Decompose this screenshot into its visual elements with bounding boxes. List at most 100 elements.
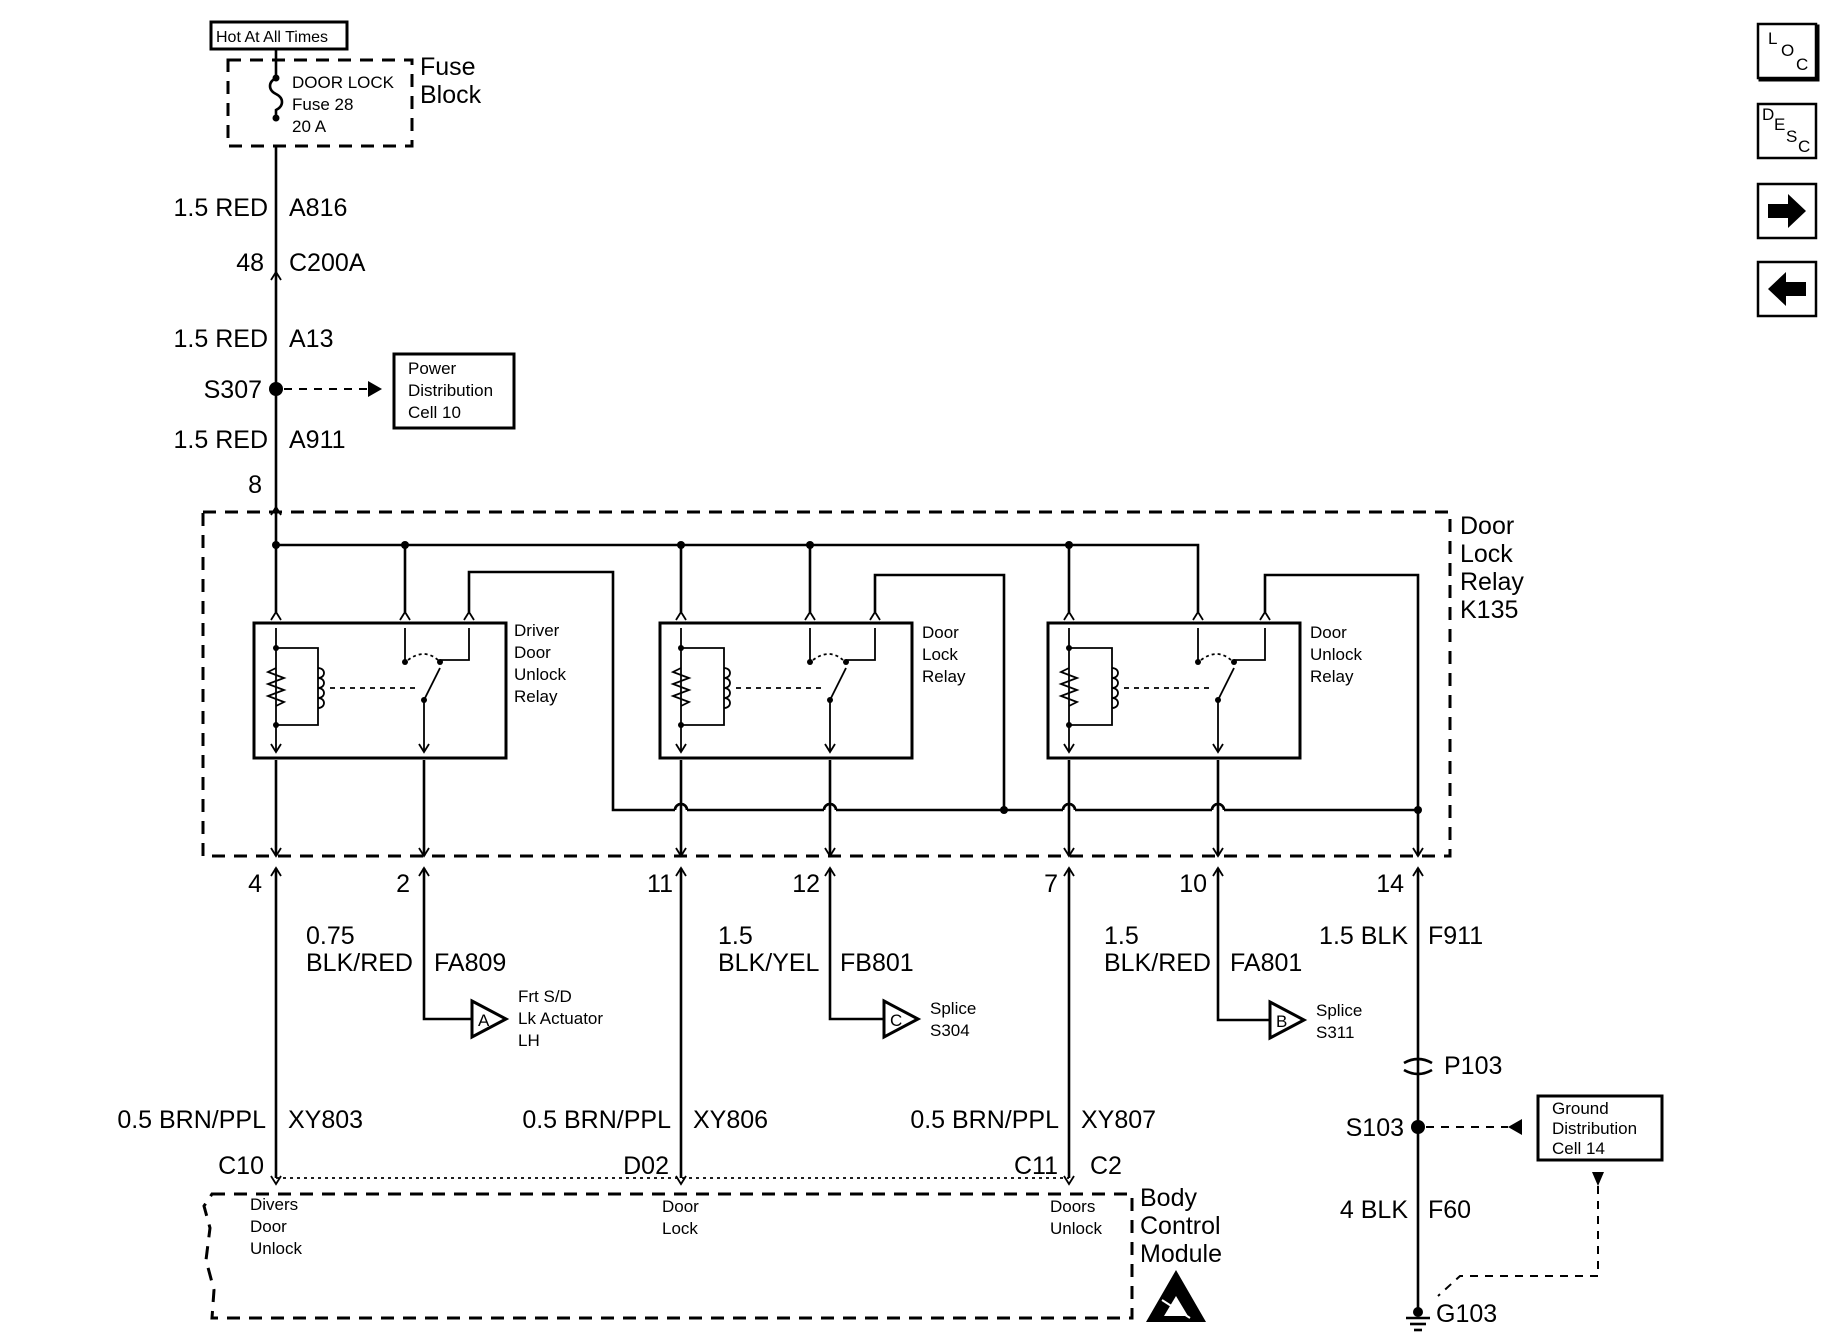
splice-dot-s307 xyxy=(269,382,283,396)
wire-gauge-a13: 1.5 RED xyxy=(174,325,268,353)
svg-text:Relay: Relay xyxy=(1460,568,1524,596)
arrow-left-icon xyxy=(1768,272,1806,306)
svg-text:0.5 BRN/PPL: 0.5 BRN/PPL xyxy=(910,1106,1059,1134)
ground-g103-symbol: G103 xyxy=(1406,1300,1497,1332)
svg-text:Unlock: Unlock xyxy=(250,1239,302,1258)
bcm-connector-c2: C2 xyxy=(1090,1152,1122,1180)
splice-s307: S307 xyxy=(204,376,262,404)
pin-7: 7 xyxy=(1044,870,1058,898)
pin-14: 14 xyxy=(1376,870,1404,898)
fuse-block: DOOR LOCK Fuse 28 20 A Fuse Block xyxy=(226,53,482,148)
wire-gauge-a816: 1.5 RED xyxy=(174,194,268,222)
wire-gauge-a911: 1.5 RED xyxy=(174,426,268,454)
wire-fb801 xyxy=(828,868,884,1021)
fuse-rating: 20 A xyxy=(292,117,327,136)
internal-ground-bus xyxy=(467,570,1418,812)
svg-text:BLK/YEL: BLK/YEL xyxy=(718,949,820,977)
svg-text:K135: K135 xyxy=(1460,596,1518,624)
svg-text:Ground: Ground xyxy=(1552,1099,1609,1118)
circuit-a13: A13 xyxy=(289,325,333,353)
svg-text:Relay: Relay xyxy=(514,687,558,706)
svg-text:Splice: Splice xyxy=(1316,1001,1362,1020)
description-button[interactable]: D E S C xyxy=(1756,102,1818,160)
previous-page-button[interactable] xyxy=(1756,260,1818,318)
svg-text:Door: Door xyxy=(514,643,551,662)
svg-text:Power: Power xyxy=(408,359,457,378)
svg-text:Cell 10: Cell 10 xyxy=(408,403,461,422)
svg-text:BLK/RED: BLK/RED xyxy=(306,949,413,977)
body-control-module: Divers Door Unlock Door Lock Doors Unloc… xyxy=(202,1184,1222,1322)
connector-ref-c[interactable] xyxy=(882,998,922,1040)
esd-warning-icon xyxy=(1146,1270,1206,1322)
svg-text:P103: P103 xyxy=(1444,1052,1502,1080)
svg-text:Module: Module xyxy=(1140,1240,1222,1268)
connector-c200a: C200A xyxy=(289,249,366,277)
svg-text:Body: Body xyxy=(1140,1184,1197,1212)
svg-text:Divers: Divers xyxy=(250,1195,298,1214)
bcm-pin-c11: C11 xyxy=(1014,1152,1058,1180)
svg-text:Door: Door xyxy=(250,1217,287,1236)
next-page-button[interactable] xyxy=(1756,182,1818,240)
svg-text:XY807: XY807 xyxy=(1081,1106,1156,1134)
svg-text:Splice: Splice xyxy=(930,999,976,1018)
connector-ref-a[interactable] xyxy=(470,998,510,1040)
svg-text:4 BLK: 4 BLK xyxy=(1340,1196,1408,1224)
svg-text:Distribution: Distribution xyxy=(408,381,493,400)
svg-text:1.5: 1.5 xyxy=(718,922,753,950)
svg-text:LH: LH xyxy=(518,1031,540,1050)
power-distribution-ref[interactable]: Power Distribution Cell 10 xyxy=(392,352,516,430)
relay-pin-8: 8 xyxy=(248,471,262,499)
svg-text:D: D xyxy=(1762,105,1774,124)
circuit-a911: A911 xyxy=(289,426,346,454)
svg-text:Lock: Lock xyxy=(1460,540,1513,568)
svg-text:0.5 BRN/PPL: 0.5 BRN/PPL xyxy=(522,1106,671,1134)
svg-text:Lock: Lock xyxy=(922,645,958,664)
relay-door-unlock: Door Unlock Relay xyxy=(1046,611,1362,760)
pin-4: 4 xyxy=(248,870,262,898)
internal-power-bus xyxy=(274,512,1200,612)
svg-text:L: L xyxy=(1768,29,1777,48)
bcm-pin-d02: D02 xyxy=(623,1152,669,1180)
ground-distribution-ref[interactable]: Ground Distribution Cell 14 xyxy=(1536,1094,1664,1162)
svg-text:F60: F60 xyxy=(1428,1196,1471,1224)
svg-text:0.75: 0.75 xyxy=(306,922,355,950)
svg-text:S311: S311 xyxy=(1316,1023,1354,1042)
svg-text:XY806: XY806 xyxy=(693,1106,768,1134)
pin-10: 10 xyxy=(1179,870,1207,898)
svg-text:C: C xyxy=(890,1011,902,1030)
svg-text:C: C xyxy=(1796,55,1808,74)
svg-text:Lk Actuator: Lk Actuator xyxy=(518,1009,603,1028)
svg-text:S304: S304 xyxy=(930,1021,970,1040)
svg-text:B: B xyxy=(1276,1012,1287,1031)
fuse-block-label-2: Block xyxy=(420,81,482,109)
svg-text:Frt S/D: Frt S/D xyxy=(518,987,572,1006)
splice-s103: S103 xyxy=(1346,1114,1404,1142)
svg-text:Relay: Relay xyxy=(1310,667,1354,686)
pin-2: 2 xyxy=(396,870,410,898)
location-button[interactable]: L O C xyxy=(1756,22,1820,82)
svg-text:S: S xyxy=(1786,127,1797,146)
svg-text:A: A xyxy=(478,1011,490,1030)
svg-text:Unlock: Unlock xyxy=(1310,645,1362,664)
bcm-pin-c10: C10 xyxy=(218,1152,264,1180)
svg-text:Lock: Lock xyxy=(662,1219,698,1238)
svg-text:E: E xyxy=(1774,115,1785,134)
svg-text:FA809: FA809 xyxy=(434,949,506,977)
svg-text:XY803: XY803 xyxy=(288,1106,363,1134)
svg-text:FA801: FA801 xyxy=(1230,949,1302,977)
hot-label: Hot At All Times xyxy=(216,29,328,46)
fuse-name: DOOR LOCK xyxy=(292,73,395,92)
arrow-right-icon xyxy=(1768,194,1806,228)
svg-text:Relay: Relay xyxy=(922,667,966,686)
svg-text:F911: F911 xyxy=(1428,922,1483,950)
svg-text:Door: Door xyxy=(662,1197,699,1216)
relay-driver-door-unlock: Driver Door Unlock Relay xyxy=(252,611,566,760)
pin-12: 12 xyxy=(792,870,820,898)
wire-fa809 xyxy=(422,868,472,1021)
connector-ref-b[interactable] xyxy=(1268,999,1308,1041)
splice-dot-s103 xyxy=(1411,1120,1425,1134)
svg-text:Door: Door xyxy=(1460,512,1514,540)
connector-p103: P103 xyxy=(1403,1052,1502,1080)
svg-text:Cell 14: Cell 14 xyxy=(1552,1139,1605,1158)
